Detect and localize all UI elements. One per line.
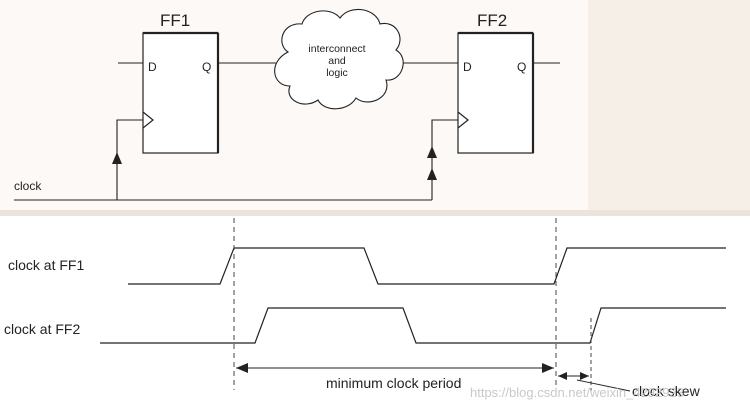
skew-label: clock skew	[632, 383, 701, 399]
ff1-d-pin: D	[148, 60, 157, 74]
ff2-block: FF2 D Q	[457, 11, 535, 154]
ff2-q-pin: Q	[517, 60, 526, 74]
period-arrow-left-head	[236, 363, 248, 373]
skew-arrow-right-head	[580, 372, 589, 380]
ff1-clock-triangle	[142, 111, 154, 129]
period-arrow-right-head	[542, 363, 554, 373]
clock-ff2-waveform	[100, 307, 726, 344]
ff2-d-pin: D	[463, 60, 472, 74]
ff2-label: FF2	[477, 11, 507, 30]
cloud-text-line3: logic	[326, 67, 348, 79]
clock-ff2-label: clock at FF2	[4, 321, 80, 337]
watermark: https://blog.csdn.net/weixin_4292923	[470, 385, 684, 400]
ff1-label: FF1	[160, 11, 190, 30]
ff1-clock-arrow	[112, 152, 122, 164]
cloud-text-line1: interconnect	[308, 43, 365, 55]
right-margin-panel	[588, 0, 750, 210]
cloud-text-line2: and	[328, 55, 346, 67]
clock-label: clock	[14, 179, 42, 193]
interconnect-logic-cloud: interconnect and logic	[274, 8, 404, 110]
period-label: minimum clock period	[326, 375, 461, 391]
clock-ff1-label: clock at FF1	[8, 257, 84, 273]
clock-ff1-waveform	[128, 247, 726, 285]
skew-arrow-left-head	[558, 372, 567, 380]
panel-divider	[0, 210, 750, 216]
ff1-block: FF1 D Q	[142, 11, 220, 154]
ff2-clock-triangle	[457, 111, 469, 129]
skew-leader-line	[576, 379, 631, 392]
ff2-clock-arrow-lower	[427, 168, 437, 180]
ff2-clock-arrow-upper	[427, 146, 437, 158]
ff1-q-pin: Q	[202, 60, 211, 74]
